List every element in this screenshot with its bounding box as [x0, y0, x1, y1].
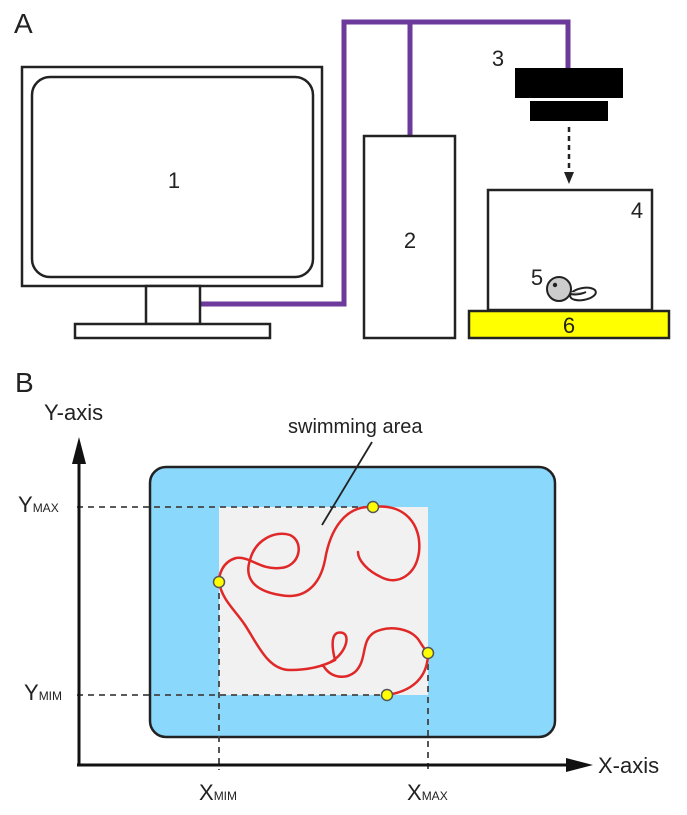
extreme-points	[212, 500, 435, 702]
tank-number: 4	[631, 198, 643, 223]
y-axis-label: Y-axis	[44, 400, 103, 425]
annotation-leader-line	[321, 441, 373, 526]
y-min-label: YMIM	[24, 680, 62, 705]
cable-main	[200, 19, 571, 307]
tadpole: 5	[531, 265, 597, 302]
panel-b-label: B	[15, 367, 34, 398]
y-max-main: Y	[18, 492, 33, 517]
monitor-base	[73, 322, 272, 340]
point-y-max	[366, 500, 380, 514]
x-min-main: X	[199, 780, 214, 805]
y-axis-arrowhead	[72, 437, 86, 464]
y-min-sub: MIM	[39, 689, 62, 703]
camera-view-arrowhead	[564, 172, 574, 184]
x-axis-label: X-axis	[598, 753, 659, 778]
computer: 2	[362, 134, 457, 340]
camera-body	[515, 68, 623, 98]
y-max-label: YMAX	[18, 492, 59, 517]
tadpole-head	[546, 276, 572, 302]
point-y-min	[380, 688, 394, 702]
platform: 6	[467, 309, 671, 340]
x-max-label: XMAX	[407, 780, 448, 805]
guide-lines	[77, 506, 429, 770]
x-max-main: X	[407, 780, 422, 805]
platform-box	[467, 309, 671, 340]
camera-lens	[530, 101, 608, 121]
computer-number: 2	[404, 228, 416, 253]
x-min-sub: MIM	[214, 789, 237, 803]
x-min-label: XMIM	[199, 780, 237, 805]
computer-box	[362, 134, 457, 340]
y-min-main: Y	[24, 680, 39, 705]
x-axis-arrowhead	[566, 758, 593, 772]
camera-number: 3	[492, 46, 504, 71]
cable	[200, 19, 571, 307]
y-max-sub: MAX	[33, 501, 59, 515]
axes	[72, 437, 593, 772]
monitor-neck	[144, 284, 202, 326]
swim-trajectory	[217, 505, 430, 697]
swimming-area-annotation: swimming area	[288, 416, 423, 438]
platform-number: 6	[563, 313, 575, 338]
camera: 3	[492, 46, 623, 184]
monitor: 1	[20, 65, 324, 340]
point-x-max	[421, 646, 435, 660]
monitor-number: 1	[168, 168, 180, 193]
tadpole-eye	[552, 282, 558, 288]
monitor-screen	[30, 75, 315, 279]
tadpole-number: 5	[531, 265, 543, 290]
x-max-sub: MAX	[422, 789, 448, 803]
point-x-min	[212, 575, 226, 589]
panel-a-label: A	[14, 8, 33, 39]
